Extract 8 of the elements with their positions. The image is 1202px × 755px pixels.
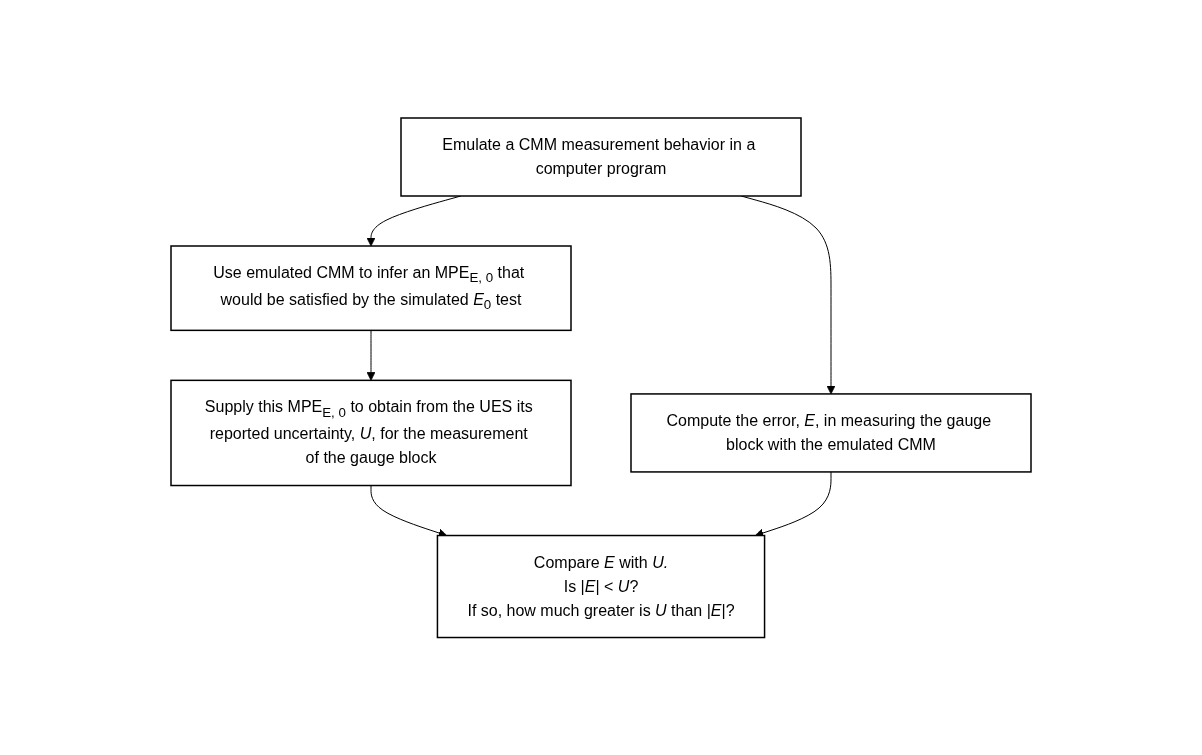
- node-box: Compute the error, E, in measuring the gauge block with the emulated CMM: [630, 392, 1032, 473]
- arrow: [370, 484, 448, 537]
- node-box: Compare E with U. Is |E| < U? If so, how much greater is U than |E|?: [436, 534, 766, 638]
- node-box: Use emulated CMM to infer an MPE$_{E, 0}$ that would be satisfied by the simulated E$_{0}$ test: [170, 245, 572, 331]
- arrow: [366, 329, 376, 381]
- arrow: [754, 471, 832, 537]
- node-box: Supply this MPE$_{E, 0}$ to obtain from the UES its reported uncertainty, U, for the measurement of the gauge block: [170, 379, 572, 486]
- node-box: Emulate a CMM measurement behavior in a computer program: [400, 117, 802, 197]
